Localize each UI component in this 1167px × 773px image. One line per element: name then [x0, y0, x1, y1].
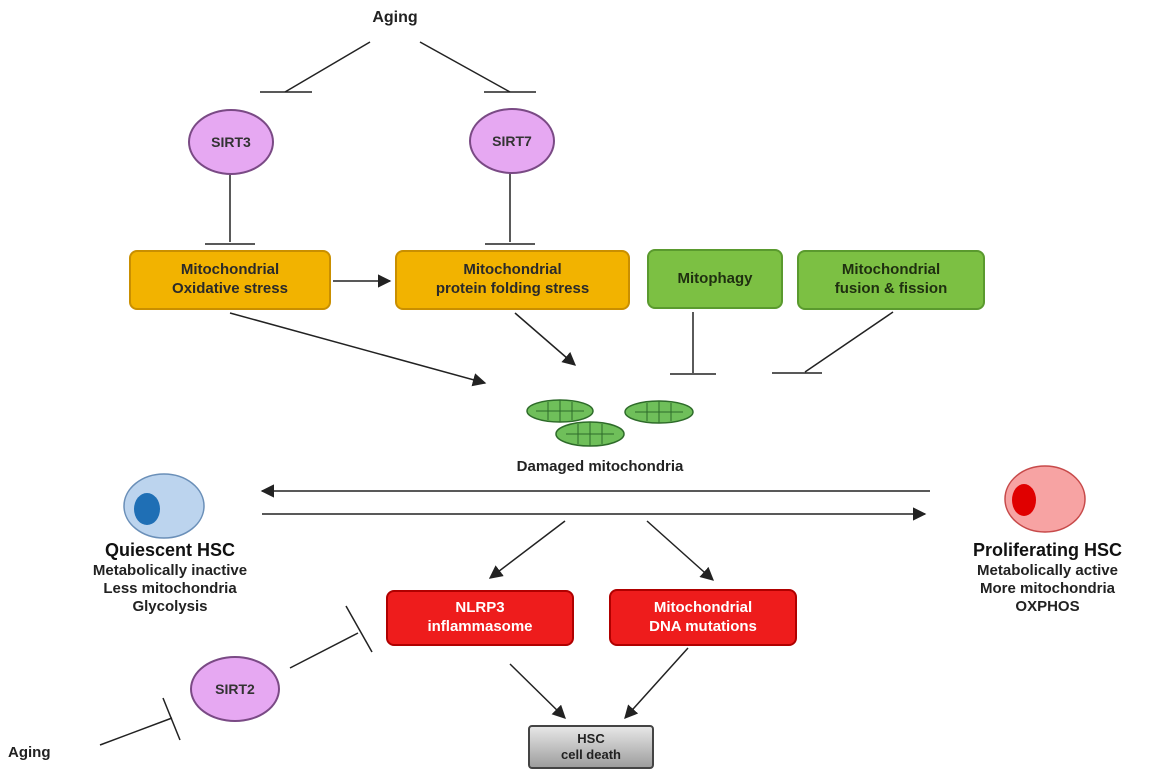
sirt3-node: SIRT3	[188, 109, 274, 175]
nlrp3-to-death-arrow	[509, 663, 566, 719]
fusion-fission-box: Mitochondrial fusion & fission	[797, 250, 985, 310]
quiescent-hsc-text: Quiescent HSC Metabolically inactive Les…	[55, 540, 285, 616]
mitophagy-box: Mitophagy	[647, 249, 783, 309]
quiescent-line-3: Glycolysis	[132, 597, 208, 615]
aging-label-bottom: Aging	[8, 744, 51, 761]
mitophagy-label: Mitophagy	[677, 269, 753, 287]
dna-line-2: DNA mutations	[649, 617, 757, 635]
protein-stress-line-2: protein folding stress	[435, 280, 590, 297]
nlrp3-inhibit-bar	[345, 605, 373, 653]
dna-line-1: Mitochondrial	[653, 598, 753, 616]
oxstress-to-damaged-arrow	[229, 312, 487, 387]
dna-to-death-arrow	[624, 647, 689, 720]
damaged-to-nlrp3-arrow	[488, 520, 566, 579]
fusion-line-2: fusion & fission	[834, 280, 948, 297]
oxidative-stress-line-2: Oxidative stress	[172, 280, 288, 297]
sirt2-node: SIRT2	[190, 656, 280, 722]
quiescent-cell-icon	[123, 473, 205, 539]
proliferating-line-3: OXPHOS	[1015, 597, 1080, 615]
nlrp3-inflammasome-box: NLRP3 inflammasome	[386, 590, 574, 646]
sirt7-node: SIRT7	[469, 108, 555, 174]
damaged-to-dna-arrow	[646, 520, 715, 581]
sirt2-inhibit-bar	[162, 697, 181, 741]
death-line-2: cell death	[561, 747, 621, 762]
proliferating-line-2: More mitochondria	[979, 579, 1115, 597]
fusion-inhibit-line	[804, 311, 894, 373]
death-line-1: HSC	[577, 730, 605, 746]
oxidative-stress-box: Mitochondrial Oxidative stress	[129, 250, 331, 310]
protein-folding-stress-box: Mitochondrial protein folding stress	[395, 250, 630, 310]
proliferating-hsc-text: Proliferating HSC Metabolically active M…	[935, 540, 1160, 616]
aging-inhibits-sirt2-line	[99, 717, 173, 746]
oxidative-stress-line-1: Mitochondrial	[180, 261, 280, 279]
nlrp3-line-1: NLRP3	[455, 599, 505, 617]
damaged-mitochondria-label: Damaged mitochondria	[516, 458, 684, 475]
aging-inhibits-sirt7-line	[419, 41, 511, 93]
quiescent-title: Quiescent HSC	[104, 540, 236, 560]
quiescent-line-2: Less mitochondria	[103, 579, 237, 597]
quiescent-line-1: Metabolically inactive	[92, 561, 248, 579]
protein-stress-line-1: Mitochondrial	[463, 261, 562, 279]
hsc-cell-death-box: HSC cell death	[528, 725, 654, 769]
dna-mutations-box: Mitochondrial DNA mutations	[609, 589, 797, 646]
proliferating-title: Proliferating HSC	[972, 540, 1123, 560]
proliferating-cell-icon	[1004, 465, 1086, 533]
aging-label-top: Aging	[372, 9, 418, 26]
damaged-mitochondria-icon	[526, 399, 694, 447]
sirt2-inhibits-nlrp3-line	[289, 632, 359, 669]
nlrp3-line-2: inflammasome	[427, 618, 533, 635]
proliferating-line-1: Metabolically active	[977, 561, 1118, 579]
aging-inhibits-sirt3-line	[284, 41, 371, 93]
fusion-line-1: Mitochondrial	[841, 261, 941, 279]
protein-to-damaged-arrow	[514, 312, 577, 366]
